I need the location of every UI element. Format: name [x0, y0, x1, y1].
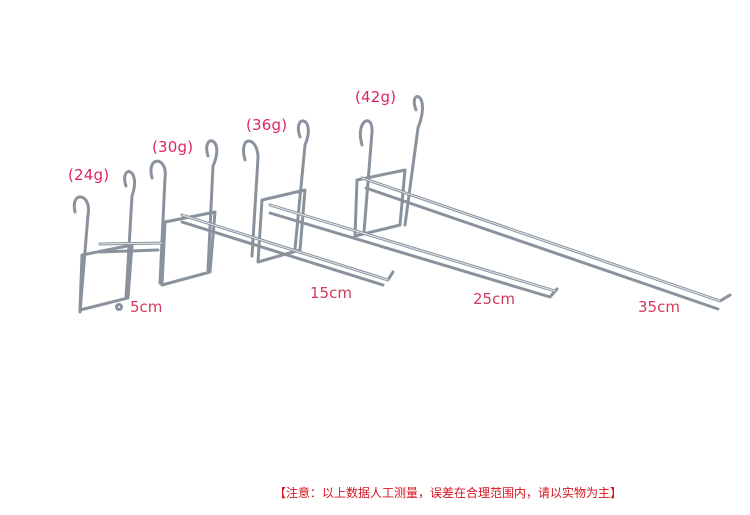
length-label: 25cm: [473, 290, 515, 308]
measurement-note: 【注意：以上数据人工测量，误差在合理范围内，请以实物为主】: [274, 486, 623, 500]
length-label: 5cm: [130, 298, 163, 316]
weight-label: (36g): [246, 116, 288, 134]
length-label: 15cm: [310, 284, 352, 302]
weight-label: (24g): [68, 166, 110, 184]
weight-label: (30g): [152, 138, 194, 156]
length-label: 35cm: [638, 298, 680, 316]
weight-label: (42g): [355, 88, 397, 106]
hook-35cm: [353, 94, 732, 311]
hook-5cm: [72, 170, 164, 314]
